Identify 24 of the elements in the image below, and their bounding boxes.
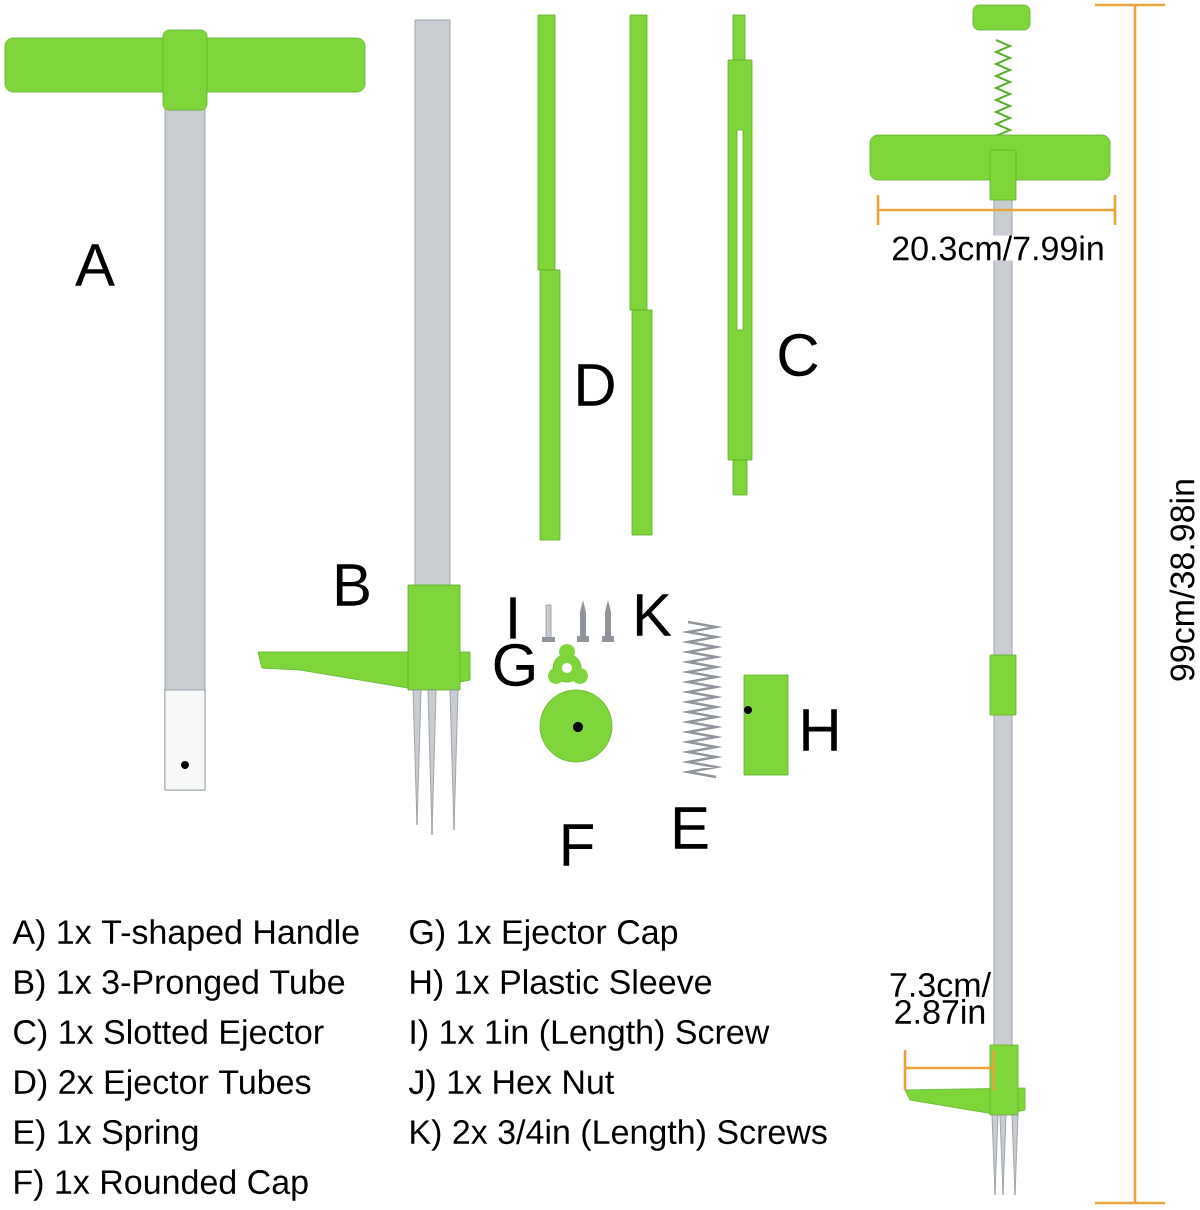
parts-list-item: A) 1x T-shaped Handle	[12, 919, 359, 951]
part-letter: I	[510, 597, 516, 639]
dimension-label: 20.3cm/7.99in	[891, 235, 1105, 261]
part-letter: G	[494, 643, 534, 687]
part-letter: C	[779, 333, 818, 377]
parts-list-item: H) 1x Plastic Sleeve	[411, 969, 712, 1001]
parts-list-item: I) 1x 1in (Length) Screw	[411, 1019, 770, 1051]
dimension-label: 99cm/38.98in	[1169, 480, 1195, 681]
part-letter: D	[578, 364, 614, 406]
part-letter: B	[336, 564, 369, 606]
part-letter: A	[75, 244, 115, 286]
parts-list-item: F) 1x Rounded Cap	[15, 1169, 308, 1201]
parts-list-item: D) 2x Ejector Tubes	[15, 1069, 311, 1101]
part-letter: H	[803, 709, 837, 751]
part-letter: K	[636, 594, 672, 636]
parts-list-item: G) 1x Ejector Cap	[410, 919, 678, 951]
parts-list-item: B) 1x 3-Pronged Tube	[15, 969, 345, 1001]
parts-list-item: K) 2x 3/4in (Length) Screws	[411, 1119, 827, 1151]
parts-list-item: E) 1x Spring	[15, 1119, 198, 1151]
part-letter: F	[563, 824, 593, 866]
parts-list-item: C) 1x Slotted Ejector	[14, 1019, 324, 1051]
part-letter: E	[674, 807, 708, 849]
dimension-label: 7.3cm/ 2.87in	[890, 972, 991, 1024]
parts-list-item: J) 1x Hex Nut	[408, 1069, 615, 1101]
